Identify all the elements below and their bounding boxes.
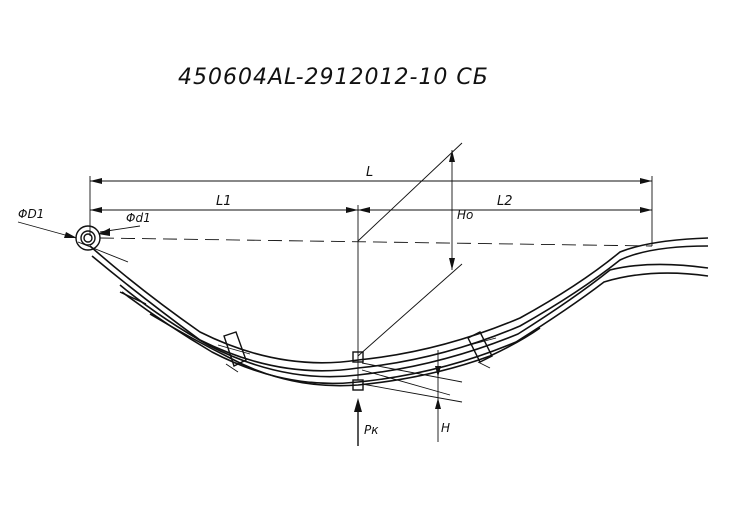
dimension-l1-l2: L1 L2 [90, 194, 652, 213]
dimension-l: L [89, 165, 653, 246]
callout-d1-inner: Φd1 [98, 211, 151, 236]
right-clamp [465, 331, 497, 369]
label-h: H [441, 421, 450, 435]
spring-leaves [89, 237, 709, 387]
chord-line [99, 237, 653, 247]
label-ho: Ho [457, 208, 473, 222]
label-l1: L1 [216, 194, 232, 209]
label-l2: L2 [497, 194, 513, 209]
dimension-ho: Ho [357, 142, 473, 357]
load-arrow: Pк [354, 398, 379, 446]
label-pk: Pк [364, 423, 379, 437]
callout-d1: ΦD1 [17, 207, 77, 239]
leaf-tip-left [119, 291, 147, 305]
label-d1-outer: ΦD1 [18, 207, 44, 221]
drawing-title: 450604AL-2912012-10 СБ [178, 65, 489, 90]
label-l: L [366, 165, 373, 180]
label-d1-inner: Φd1 [126, 211, 151, 225]
left-clamp [217, 331, 251, 373]
center-bolt [352, 351, 364, 391]
